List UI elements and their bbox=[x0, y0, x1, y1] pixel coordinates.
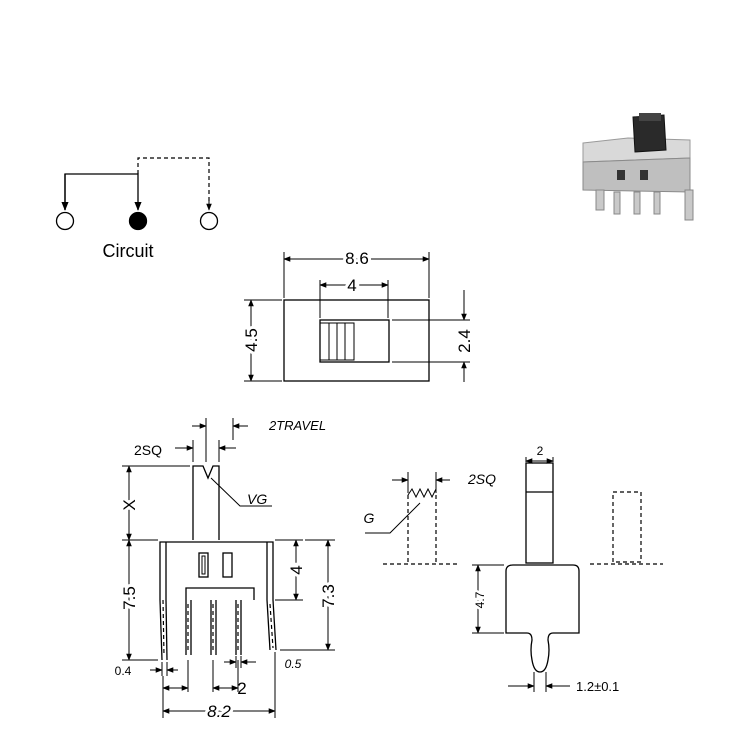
terminal-right bbox=[199, 211, 219, 231]
circuit-label: Circuit bbox=[102, 241, 153, 261]
g-profile bbox=[407, 487, 437, 499]
side-body bbox=[505, 564, 580, 673]
dim-x: X bbox=[120, 499, 139, 510]
circuit-wire-right-dashed bbox=[137, 157, 210, 210]
front-window-left bbox=[198, 552, 209, 578]
side-actuator bbox=[525, 462, 554, 564]
dim-pin-thickness: 0.5 bbox=[285, 657, 302, 671]
front-pins bbox=[159, 599, 277, 661]
dim-height-left: 7.5 bbox=[120, 586, 139, 610]
label-vg: VG bbox=[247, 491, 267, 507]
side-view: 2 4.7 1.2±0.1 bbox=[471, 444, 663, 694]
dim-top-height: 4.5 bbox=[242, 328, 261, 352]
dim-overall-width: 8.2 bbox=[207, 702, 231, 721]
dim-slot-height: 2.4 bbox=[455, 329, 474, 353]
front-window-right bbox=[222, 552, 233, 578]
front-body bbox=[159, 541, 274, 600]
terminal-common bbox=[128, 211, 148, 231]
dim-g-sq: 2SQ bbox=[467, 471, 496, 487]
dim-pin-width: 0.4 bbox=[115, 664, 132, 678]
g-leader bbox=[365, 502, 421, 534]
switch-photo bbox=[582, 113, 694, 221]
dim-actuator-sq: 2SQ bbox=[134, 442, 162, 458]
dim-pitch: 2 bbox=[237, 679, 246, 698]
circuit-diagram: Circuit bbox=[55, 157, 219, 261]
label-g: G bbox=[364, 510, 375, 526]
side-actuator-alt-position bbox=[612, 491, 642, 563]
circuit-wire-left bbox=[64, 173, 142, 211]
dim-travel: 2TRAVEL bbox=[268, 418, 326, 433]
dim-side-actuator-width: 2 bbox=[537, 444, 544, 458]
terminal-left bbox=[55, 211, 75, 231]
top-view: 8.6 4 4.5 2.4 bbox=[239, 246, 477, 382]
vg-leader bbox=[210, 477, 272, 507]
dim-slot-width: 4 bbox=[347, 276, 356, 295]
top-body-outline bbox=[283, 299, 430, 382]
dim-side-pin-width: 1.2±0.1 bbox=[576, 679, 619, 694]
detail-g-view: 2SQ G bbox=[364, 471, 496, 565]
dim-body-height: 4 bbox=[287, 565, 306, 574]
dim-top-width: 8.6 bbox=[345, 249, 369, 268]
dim-height-right: 7.3 bbox=[319, 584, 338, 608]
front-view: 2SQ 2TRAVEL VG X 7.5 4 7.3 0.4 bbox=[115, 418, 341, 724]
front-actuator bbox=[192, 465, 220, 540]
dim-side-body-height: 4.7 bbox=[473, 591, 487, 608]
